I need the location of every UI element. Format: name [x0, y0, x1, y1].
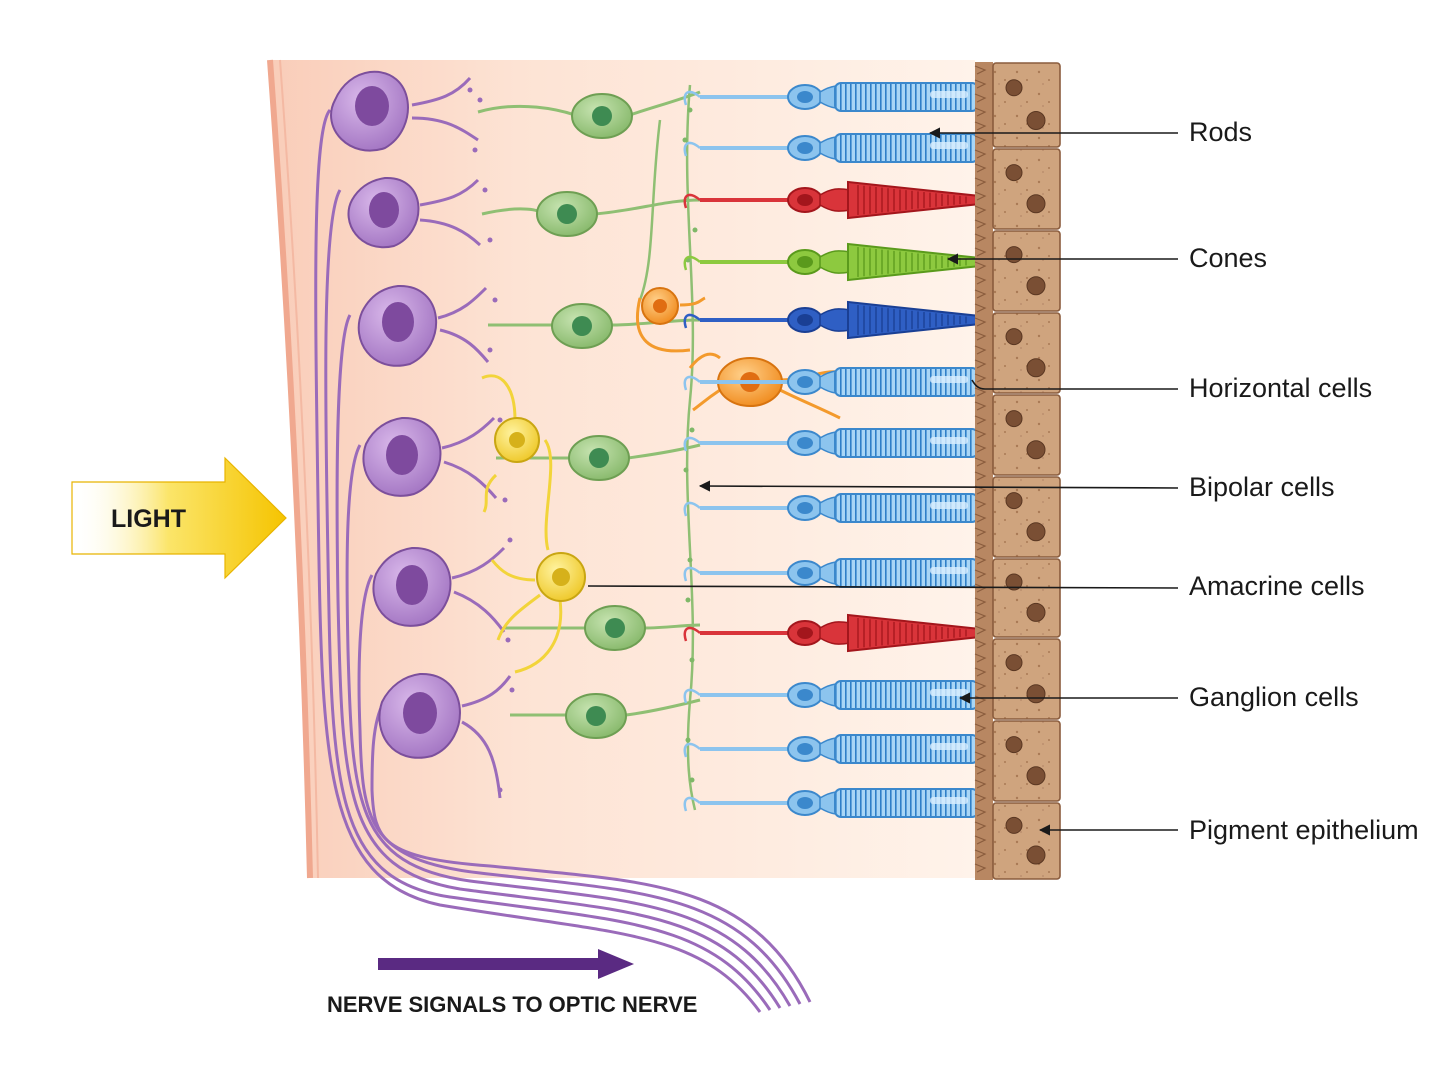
rod-cell — [683, 558, 979, 588]
rod-cell — [683, 367, 979, 397]
cones-label: Cones — [1189, 243, 1268, 273]
rod-cell — [683, 428, 979, 458]
light-label: LIGHT — [111, 505, 186, 533]
horizontal-leader — [971, 379, 1178, 390]
ganglion-cell — [362, 416, 498, 499]
rod-cell — [683, 788, 979, 818]
horizontal-cells-label: Horizontal cells — [1189, 373, 1373, 403]
rod-cell — [683, 734, 979, 764]
pigment-epithelium — [974, 62, 1061, 880]
ganglion-cells — [330, 70, 512, 799]
nerve-fiber-bundle — [314, 109, 812, 1013]
rod-cell — [683, 493, 979, 523]
pigment-cell — [992, 476, 1061, 558]
photoreceptors — [683, 82, 984, 818]
bipolar-cell — [510, 693, 701, 739]
nerve-signals-label: NERVE SIGNALS TO OPTIC NERVE — [327, 992, 698, 1017]
pigment-cell — [992, 148, 1061, 230]
horizontal-cell — [635, 287, 706, 353]
pigment-cell — [992, 312, 1061, 394]
amacrine-cell — [490, 552, 586, 674]
ganglion-cell — [378, 672, 512, 799]
leader-lines — [587, 127, 1179, 836]
bipolar-leader — [698, 480, 1179, 492]
ganglion-cell — [357, 284, 490, 367]
pigment-cell — [992, 802, 1061, 880]
bipolar-cells-label: Bipolar cells — [1189, 472, 1335, 502]
ganglion-cell — [372, 546, 506, 633]
pigment-cell — [992, 230, 1061, 312]
amacrine-leader — [587, 585, 1179, 589]
bipolar-cell — [477, 90, 701, 139]
pigment-cell — [992, 720, 1061, 802]
ganglion-cells-label: Ganglion cells — [1189, 682, 1359, 712]
amacrine-cell — [481, 374, 553, 551]
synapse-dots-outer — [682, 107, 698, 783]
amacrine-cells-label: Amacrine cells — [1189, 571, 1365, 601]
light-arrow — [71, 456, 287, 580]
ganglion-cell — [330, 70, 479, 152]
nerve-signal-arrow — [378, 949, 634, 979]
pigment-cell — [992, 638, 1061, 720]
bipolar-cell — [495, 435, 701, 481]
rod-cell — [683, 82, 979, 112]
pigment-cell — [992, 62, 1061, 148]
ganglion-cell — [347, 176, 482, 249]
pigment-epithelium-label: Pigment epithelium — [1189, 815, 1419, 845]
bipolar-cell — [487, 303, 701, 349]
amacrine-cells — [481, 374, 586, 674]
inner-limiting-membrane — [267, 59, 313, 879]
bipolar-cell — [504, 605, 701, 651]
pigment-cell — [992, 558, 1061, 638]
bipolar-cell — [481, 191, 701, 237]
rods-label: Rods — [1189, 117, 1253, 147]
pigment-cell — [992, 394, 1061, 476]
synapse-dots — [467, 87, 515, 793]
